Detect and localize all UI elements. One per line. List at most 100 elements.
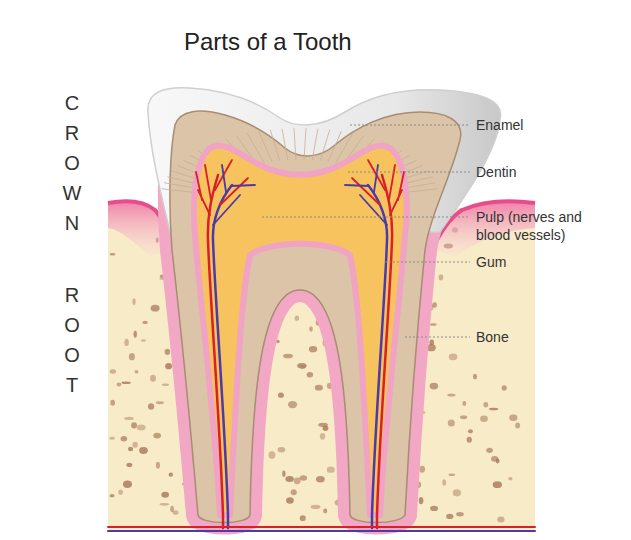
bone-pore	[288, 401, 297, 408]
dentin	[170, 111, 461, 522]
bone-pore	[132, 298, 135, 305]
dentin-tubule	[304, 128, 306, 160]
bone-pore	[151, 305, 160, 312]
leader-line	[350, 125, 470, 126]
blood-vessel	[108, 526, 535, 528]
bone-pore	[430, 383, 439, 390]
bone-pore	[110, 253, 116, 256]
bone-pore	[123, 481, 132, 488]
bone-pore	[294, 477, 301, 484]
bone-pore	[315, 385, 323, 391]
bone-pore	[160, 503, 170, 506]
bone-pore	[142, 321, 147, 324]
bone-pore	[491, 456, 498, 462]
diagram-title: Parts of a Tooth	[184, 27, 352, 57]
nerve	[368, 185, 387, 528]
dentin-tubule	[320, 130, 330, 161]
bone-pore	[430, 323, 437, 325]
bone-pore	[156, 401, 164, 404]
bone-pore	[110, 369, 116, 373]
leader-line	[405, 337, 470, 338]
bone-pore	[285, 476, 294, 482]
bone-pore	[300, 515, 306, 521]
bone-pore	[489, 408, 498, 411]
bone-pore	[309, 326, 313, 332]
bone-pore	[278, 393, 284, 398]
bone-pore	[297, 363, 306, 369]
bone-pore	[109, 436, 115, 439]
bone-pore	[135, 370, 139, 374]
bone-pore	[430, 506, 438, 511]
bone-pore	[282, 470, 285, 477]
bone-pore	[165, 349, 171, 355]
bone-pore	[134, 331, 137, 338]
bone-pore	[165, 363, 172, 369]
bone-pore	[473, 374, 477, 379]
bone-pore	[468, 429, 473, 433]
bone-pore	[316, 476, 325, 482]
bone-pore	[128, 447, 133, 451]
bone-pore	[486, 448, 493, 453]
bone-pore	[307, 372, 314, 377]
bone-pore	[278, 447, 286, 453]
bone-pore	[121, 436, 128, 441]
leader-line	[385, 262, 470, 263]
bone-pore	[497, 516, 504, 522]
bone-pore	[110, 400, 115, 406]
dentin-tubule	[259, 131, 272, 162]
bone-pore	[453, 489, 461, 496]
bone-pore	[131, 422, 137, 428]
part-label: Bone	[476, 328, 509, 346]
bone-pore	[148, 403, 154, 409]
bone-pore	[447, 394, 455, 397]
bone-pore	[268, 451, 275, 458]
bone-pore	[295, 316, 299, 322]
part-label: Enamel	[476, 116, 523, 134]
dentin-tubule	[282, 129, 288, 161]
bone-pore	[161, 492, 169, 498]
bone-pore	[480, 416, 488, 423]
bone-pore	[508, 477, 512, 480]
root-membrane	[170, 111, 461, 522]
bone-pore	[132, 442, 138, 448]
bone-pore	[446, 514, 453, 519]
leader-line	[348, 172, 470, 173]
bone-pore	[309, 346, 317, 352]
nerve	[213, 185, 232, 528]
bone-pore	[116, 382, 121, 386]
bone-pore	[150, 375, 156, 382]
bone-pore	[139, 447, 148, 454]
bone-pore	[439, 274, 444, 280]
bone-pore	[129, 353, 135, 360]
bone-pore	[121, 382, 130, 384]
bone-pore	[509, 415, 517, 422]
bone-pore	[448, 419, 455, 426]
bone-pore	[448, 474, 455, 476]
bone-pore	[467, 437, 472, 443]
bone-pore	[141, 339, 146, 341]
bone-pore	[162, 383, 169, 385]
bone-pore	[311, 505, 321, 509]
bone-pore	[169, 473, 174, 477]
nerves-vessels	[108, 160, 535, 531]
leader-lines	[262, 125, 470, 337]
part-label: Pulp (nerves and blood vessels)	[476, 208, 608, 244]
bone-pore	[137, 425, 146, 431]
bone-pore	[291, 489, 297, 495]
dentin-tubule	[270, 130, 280, 161]
nerve	[108, 530, 535, 532]
dentin-tubule	[294, 128, 296, 160]
bone-pore	[124, 339, 128, 346]
bone-pore	[170, 506, 174, 512]
nerve	[213, 165, 255, 225]
part-label: Gum	[476, 253, 506, 271]
part-label: Dentin	[476, 163, 516, 181]
bone-pore	[323, 426, 329, 431]
bone-pore	[442, 479, 446, 485]
section-label: CROWN	[62, 88, 82, 238]
bone-pore	[156, 462, 160, 469]
bone-pore	[449, 354, 458, 361]
bone-pore	[126, 463, 132, 467]
bone-pore	[323, 509, 327, 514]
